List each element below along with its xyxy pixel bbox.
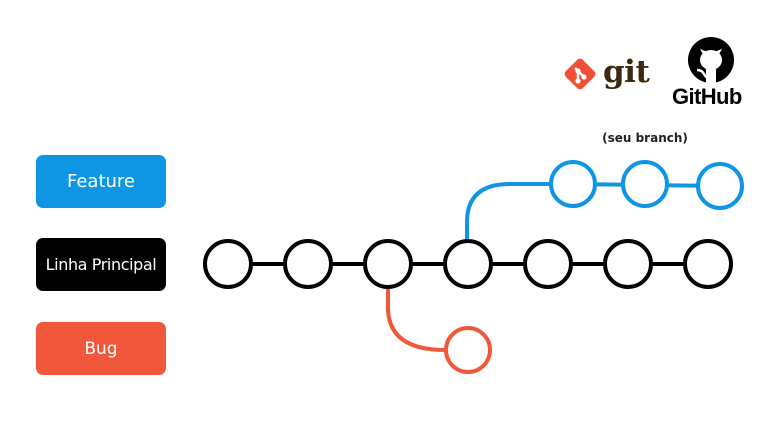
feature-commit-1 xyxy=(549,160,597,208)
github-octocat-icon xyxy=(688,37,734,84)
main-line-label: Linha Principal xyxy=(36,238,166,291)
bug-label: Bug xyxy=(36,322,166,375)
branch-note: (seu branch) xyxy=(602,131,688,145)
feature-commit-3 xyxy=(696,162,744,210)
main-commit-6 xyxy=(603,239,653,289)
github-wordmark: GitHub xyxy=(672,84,742,109)
bug-commit-1 xyxy=(444,326,492,374)
git-wordmark: git xyxy=(603,54,650,90)
main-commit-5 xyxy=(523,239,573,289)
feature-branch-curve xyxy=(465,182,551,241)
feature-commit-2 xyxy=(621,160,669,208)
main-commit-1 xyxy=(203,239,253,289)
feature-label: Feature xyxy=(36,155,166,208)
main-commit-3 xyxy=(363,239,413,289)
main-commit-7 xyxy=(683,239,733,289)
main-commit-4 xyxy=(443,239,493,289)
bug-branch-curve xyxy=(386,287,446,352)
main-commit-2 xyxy=(283,239,333,289)
git-icon xyxy=(564,58,596,90)
